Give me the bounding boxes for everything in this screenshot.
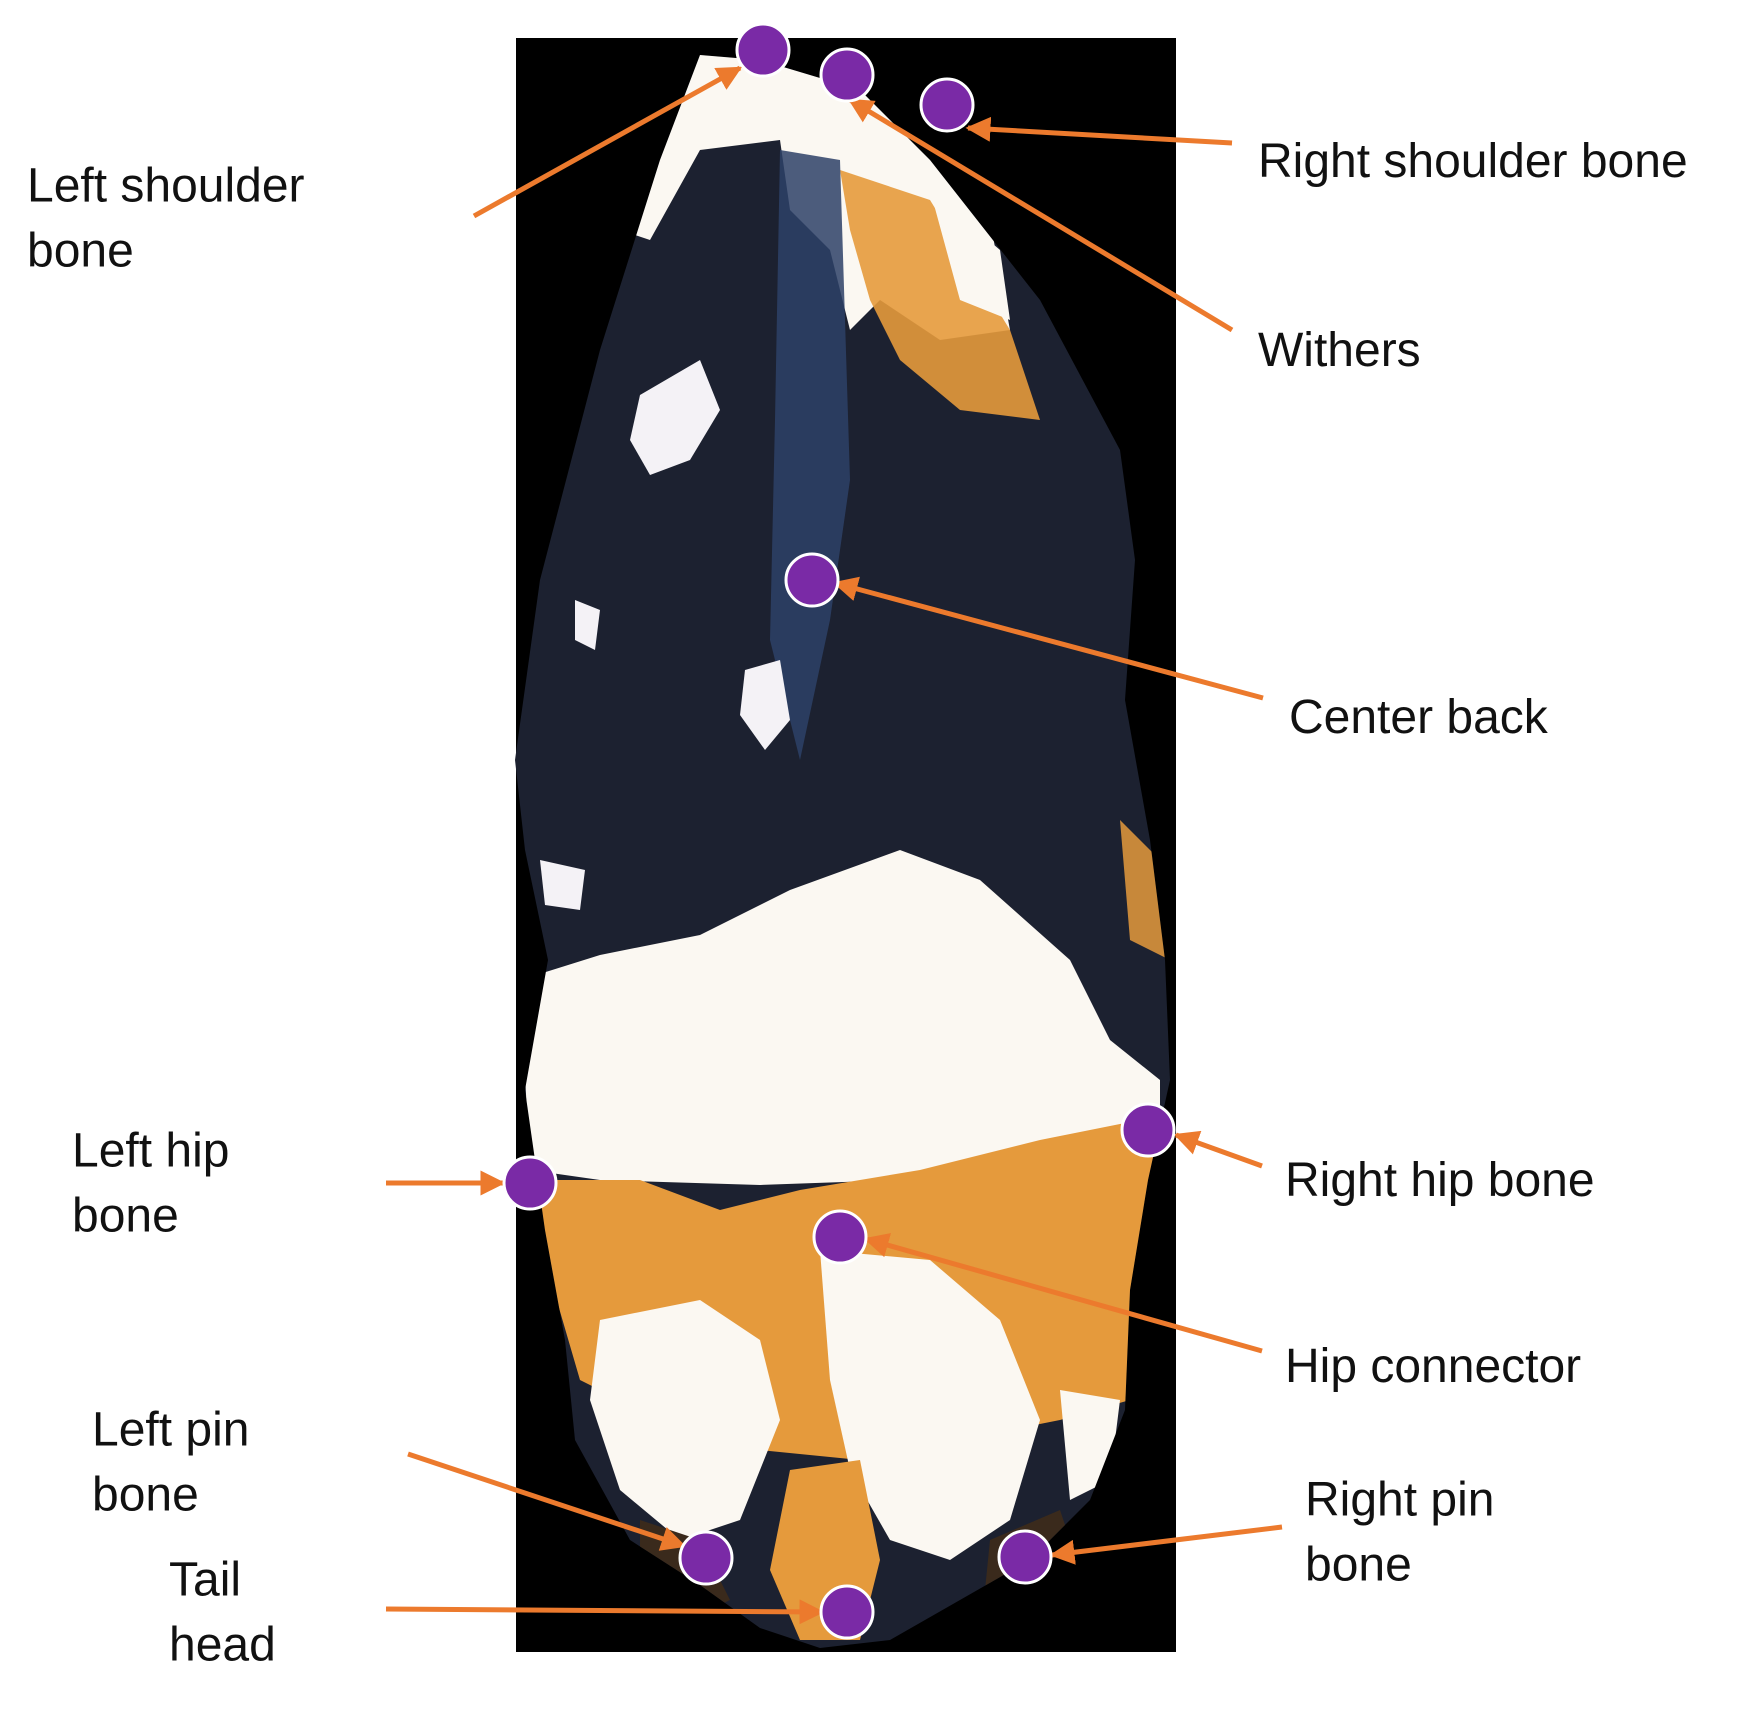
withers-keypoint (819, 47, 875, 103)
left-hip-bone-label-line: Left hip (72, 1125, 229, 1178)
left-shoulder-bone-keypoint (735, 22, 791, 78)
right-hip-bone-arrow (1173, 1130, 1263, 1169)
right-pin-bone-arrow (1049, 1524, 1283, 1565)
right-pin-bone-label-line: Right pin (1305, 1474, 1494, 1527)
left-shoulder-bone-label-line: Left shoulder (27, 160, 305, 213)
left-hip-bone-label-line: bone (72, 1190, 179, 1243)
center-back-label: Center back (1289, 691, 1549, 744)
left-pin-bone-keypoint (678, 1530, 734, 1586)
left-shoulder-bone-label-line: bone (27, 225, 134, 278)
hip-connector-keypoint (812, 1209, 868, 1265)
left-pin-bone-label: Left pin bone (92, 1404, 249, 1522)
tail-head-label-line: head (169, 1619, 276, 1672)
hip-connector-label-line: Hip connector (1285, 1340, 1581, 1393)
tail-head-label: Tail head (169, 1554, 276, 1672)
tail-head-arrow (385, 1599, 825, 1625)
right-pin-bone-label: Right pin bone (1305, 1474, 1494, 1592)
withers-label-line: Withers (1258, 324, 1421, 377)
right-shoulder-bone-keypoint (919, 77, 975, 133)
left-shoulder-bone-label: Left shoulder bone (27, 160, 305, 278)
center-back-keypoint (784, 552, 840, 608)
center-back-label-line: Center back (1289, 691, 1549, 744)
right-shoulder-bone-arrow (965, 116, 1233, 146)
right-hip-bone-label-line: Right hip bone (1285, 1154, 1595, 1207)
withers-arrow (847, 97, 1234, 333)
center-back-arrow (832, 576, 1264, 701)
tail-head-label-line: Tail (169, 1554, 241, 1607)
right-pin-bone-keypoint (997, 1529, 1053, 1585)
tail-head-keypoint (819, 1584, 875, 1640)
arrows-layer (385, 65, 1283, 1625)
right-hip-bone-label: Right hip bone (1285, 1154, 1595, 1207)
keypoints-layer (502, 22, 1176, 1640)
left-pin-bone-label-line: Left pin (92, 1404, 249, 1457)
right-pin-bone-label-line: bone (1305, 1539, 1412, 1592)
right-hip-bone-keypoint (1120, 1102, 1176, 1158)
hip-connector-label: Hip connector (1285, 1340, 1581, 1393)
left-hip-bone-label: Left hip bone (72, 1125, 229, 1243)
hip-connector-arrow (863, 1233, 1263, 1354)
left-hip-bone-keypoint (502, 1155, 558, 1211)
left-pin-bone-label-line: bone (92, 1469, 199, 1522)
withers-label: Withers (1258, 324, 1421, 377)
left-shoulder-bone-arrow (472, 65, 743, 219)
left-pin-bone-arrow (407, 1451, 687, 1551)
right-shoulder-bone-label: Right shoulder bone (1258, 135, 1688, 188)
right-shoulder-bone-label-line: Right shoulder bone (1258, 135, 1688, 188)
